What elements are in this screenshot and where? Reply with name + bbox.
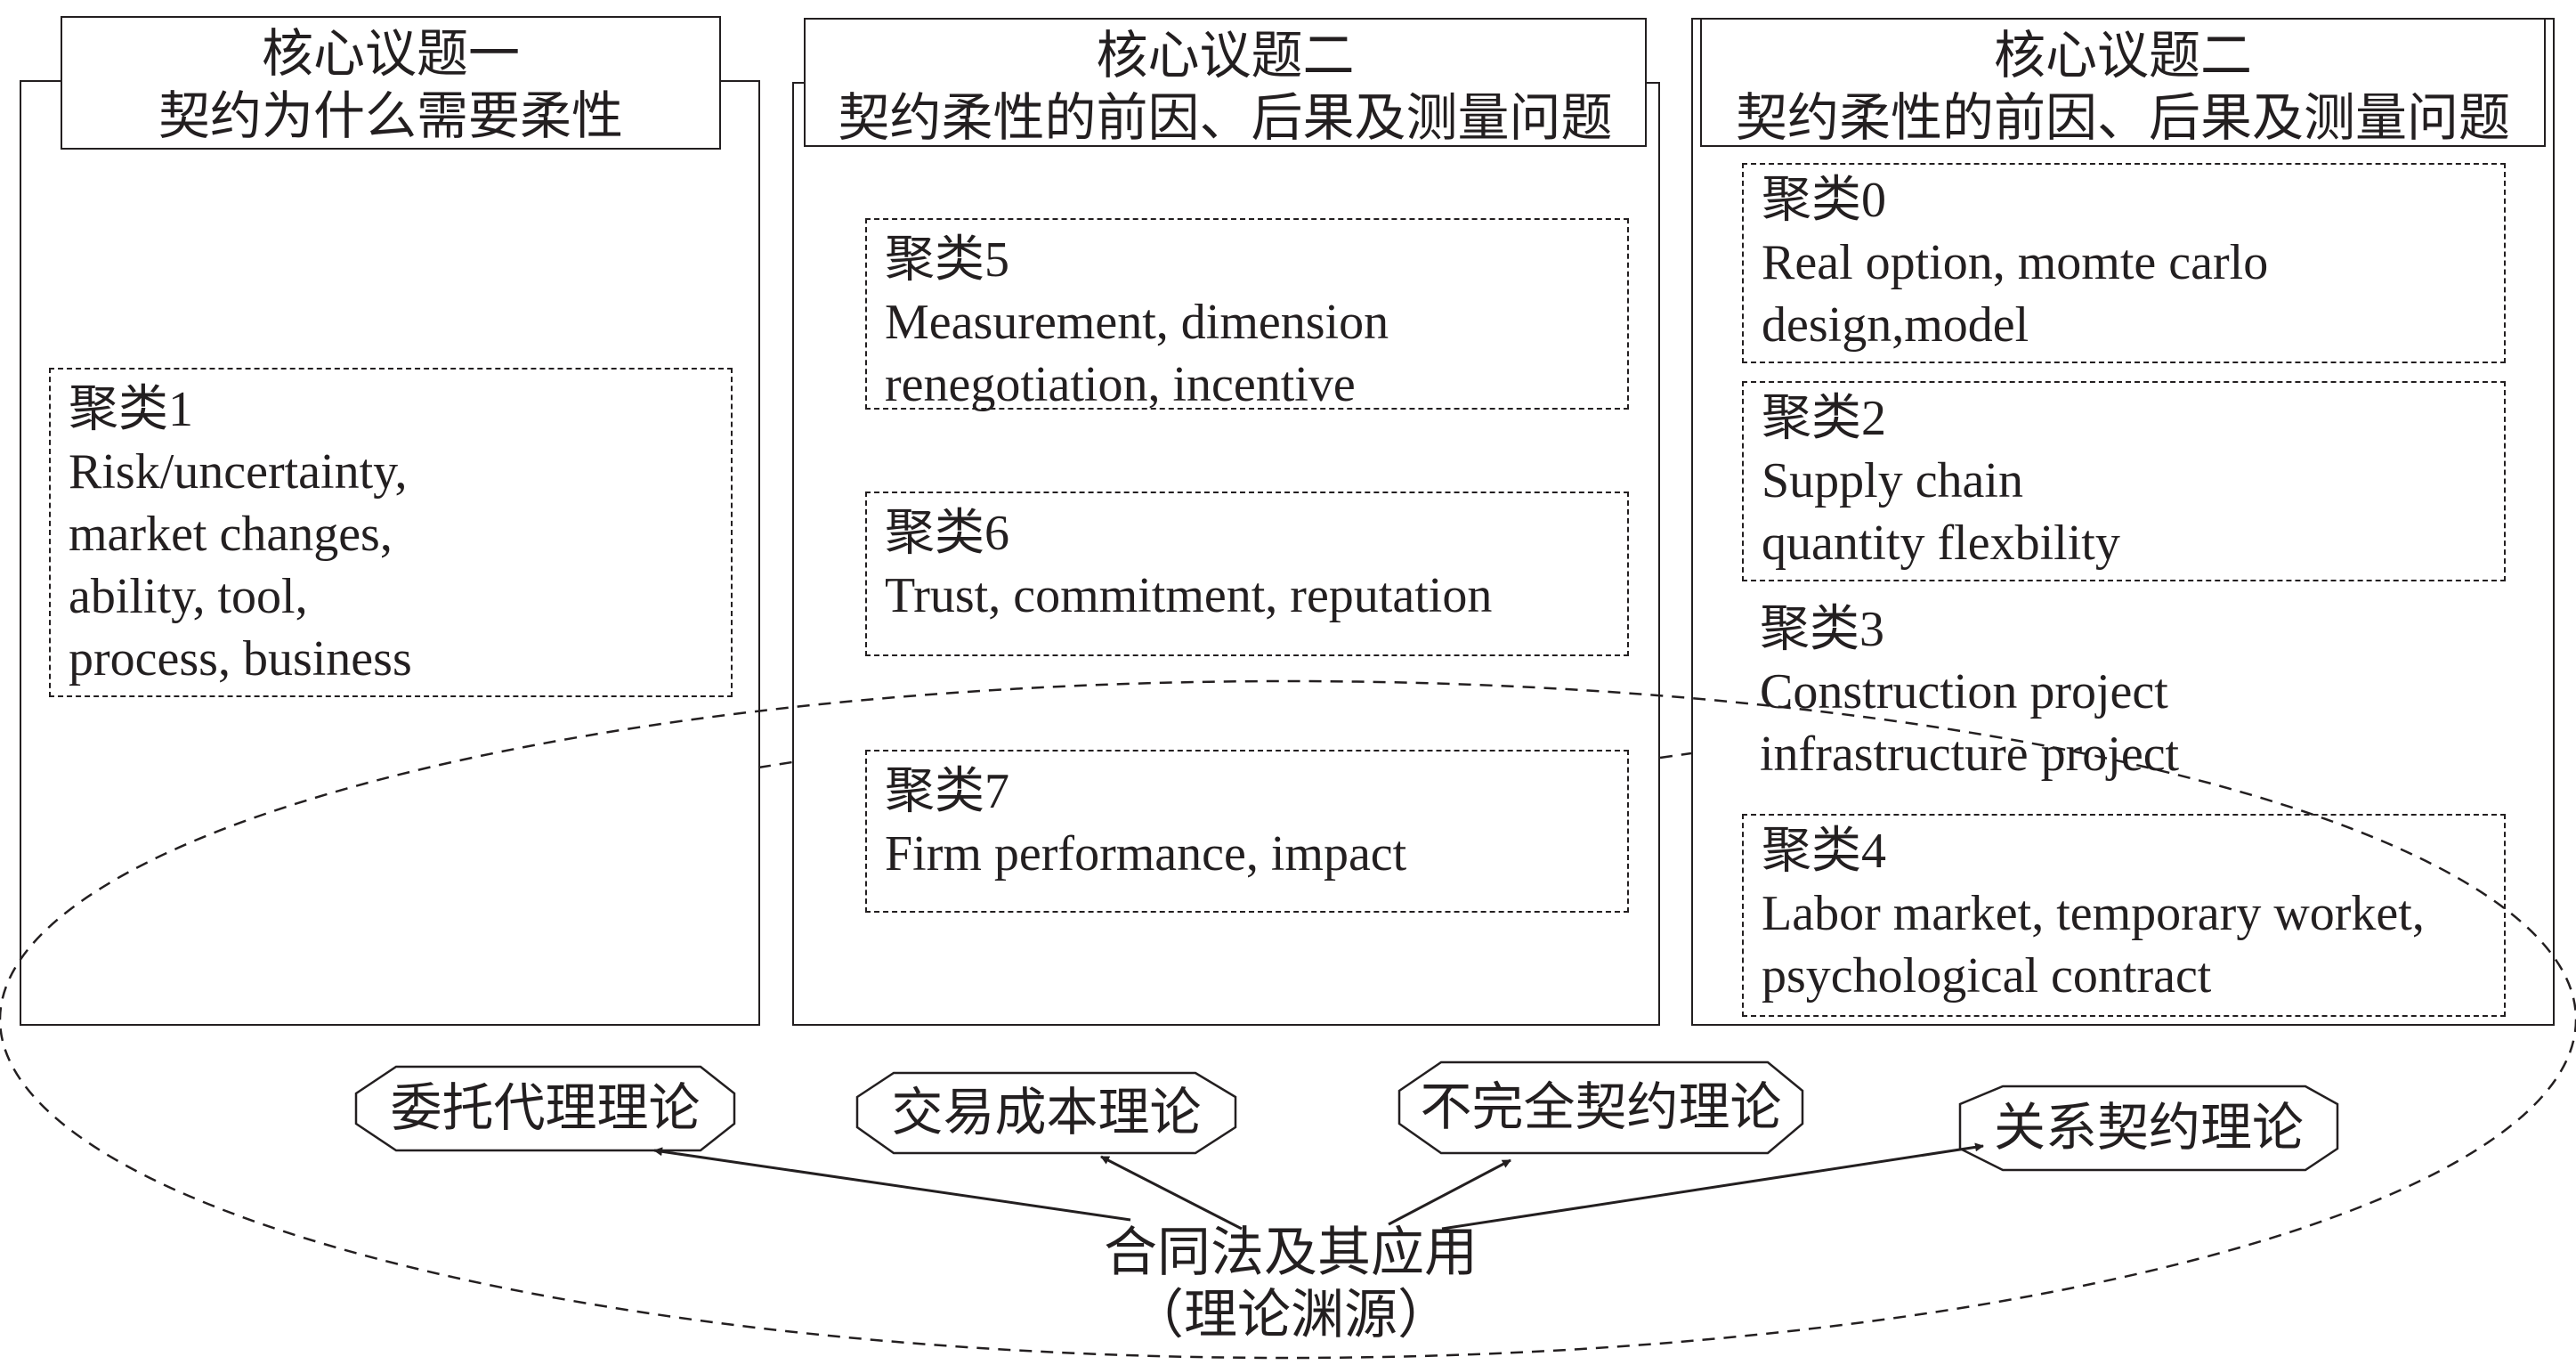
theory-label-1: 委托代理理论 <box>390 1079 701 1137</box>
cluster-0-line-1: Real option, momte carlo <box>1762 235 2269 290</box>
source-line-2: （理论渊源） <box>1130 1286 1451 1345</box>
cluster-label-0: 聚类0 <box>1762 173 1886 228</box>
arrow-to-theory-3 <box>1388 1158 1511 1226</box>
cluster-2-line-1: Supply chain <box>1762 453 2023 508</box>
topic-header-3: 核心议题二 契约柔性的前因、后果及测量问题 <box>1700 18 2546 147</box>
cluster-4-line-1: Labor market, temporary worket, <box>1762 886 2425 941</box>
topic-header-1: 核心议题一 契约为什么需要柔性 <box>61 16 721 150</box>
cluster-3-line-2: infrastructure project <box>1760 727 2180 782</box>
cluster-1-line-3: ability, tool, <box>69 569 308 624</box>
topic-subtitle-1: 契约为什么需要柔性 <box>158 87 623 145</box>
theory-octagon-3 <box>1397 1060 1804 1155</box>
theory-label-3: 不完全契约理论 <box>1420 1078 1782 1136</box>
cluster-1-line-2: market changes, <box>69 507 393 562</box>
arrow-to-theory-2 <box>1100 1155 1243 1231</box>
topic-title-1: 核心议题一 <box>261 25 520 83</box>
theory-label-4: 关系契约理论 <box>1993 1099 2304 1157</box>
cluster-box-0: 聚类0 Real option, momte carlo design,mode… <box>1742 163 2506 363</box>
cluster-group-3: 聚类3 Construction project infrastructure … <box>1742 598 2506 794</box>
panel-connector-2 <box>1659 752 1692 760</box>
cluster-label-4: 聚类4 <box>1762 824 1886 879</box>
cluster-label-6: 聚类6 <box>885 506 1009 561</box>
theory-octagon-2 <box>855 1071 1237 1155</box>
theory-octagon-4 <box>1958 1085 2339 1172</box>
cluster-box-4: 聚类4 Labor market, temporary worket, psyc… <box>1742 814 2506 1017</box>
cluster-7-line-1: Firm performance, impact <box>885 826 1407 882</box>
cluster-box-1: 聚类1 Risk/uncertainty, market changes, ab… <box>49 368 733 697</box>
arrow-to-theory-4 <box>1441 1142 1984 1231</box>
cluster-box-5: 聚类5 Measurement, dimension renegotiation… <box>865 218 1629 412</box>
cluster-box-6: 聚类6 Trust, commitment, reputation <box>865 492 1629 656</box>
cluster-4-line-2: psychological contract <box>1762 948 2212 1003</box>
cluster-box-2: 聚类2 Supply chain quantity flexbility <box>1742 381 2506 581</box>
cluster-6-line-1: Trust, commitment, reputation <box>885 568 1493 623</box>
cluster-1-line-1: Risk/uncertainty, <box>69 444 408 500</box>
cluster-2-line-2: quantity flexbility <box>1762 516 2120 571</box>
cluster-box-7: 聚类7 Firm performance, impact <box>865 750 1629 913</box>
theory-octagon-1 <box>354 1065 736 1152</box>
cluster-3-line-1: Construction project <box>1760 664 2168 719</box>
source-label: 合同法及其应用 （理论渊源） <box>1015 1222 1567 1346</box>
cluster-label-2: 聚类2 <box>1762 391 1886 446</box>
topic-subtitle-3: 契约柔性的前因、后果及测量问题 <box>1735 89 2510 147</box>
theory-label-2: 交易成本理论 <box>891 1084 1202 1142</box>
panel-connector-1 <box>757 760 793 769</box>
topic-header-2: 核心议题二 契约柔性的前因、后果及测量问题 <box>804 18 1647 147</box>
topic-subtitle-2: 契约柔性的前因、后果及测量问题 <box>838 89 1613 147</box>
cluster-label-5: 聚类5 <box>885 232 1009 288</box>
topic-title-3: 核心议题二 <box>1993 27 2252 85</box>
topic-title-2: 核心议题二 <box>1096 27 1355 85</box>
cluster-label-7: 聚类7 <box>885 764 1009 819</box>
cluster-0-line-2: design,model <box>1762 297 2029 353</box>
cluster-5-line-2: renegotiation, incentive <box>885 357 1356 412</box>
cluster-1-line-4: process, business <box>69 631 412 687</box>
cluster-5-line-1: Measurement, dimension <box>885 295 1389 350</box>
arrow-to-theory-1 <box>653 1147 1131 1222</box>
cluster-label-1: 聚类1 <box>69 382 193 437</box>
source-line-1: 合同法及其应用 <box>1104 1223 1478 1282</box>
cluster-label-3: 聚类3 <box>1760 602 1884 657</box>
